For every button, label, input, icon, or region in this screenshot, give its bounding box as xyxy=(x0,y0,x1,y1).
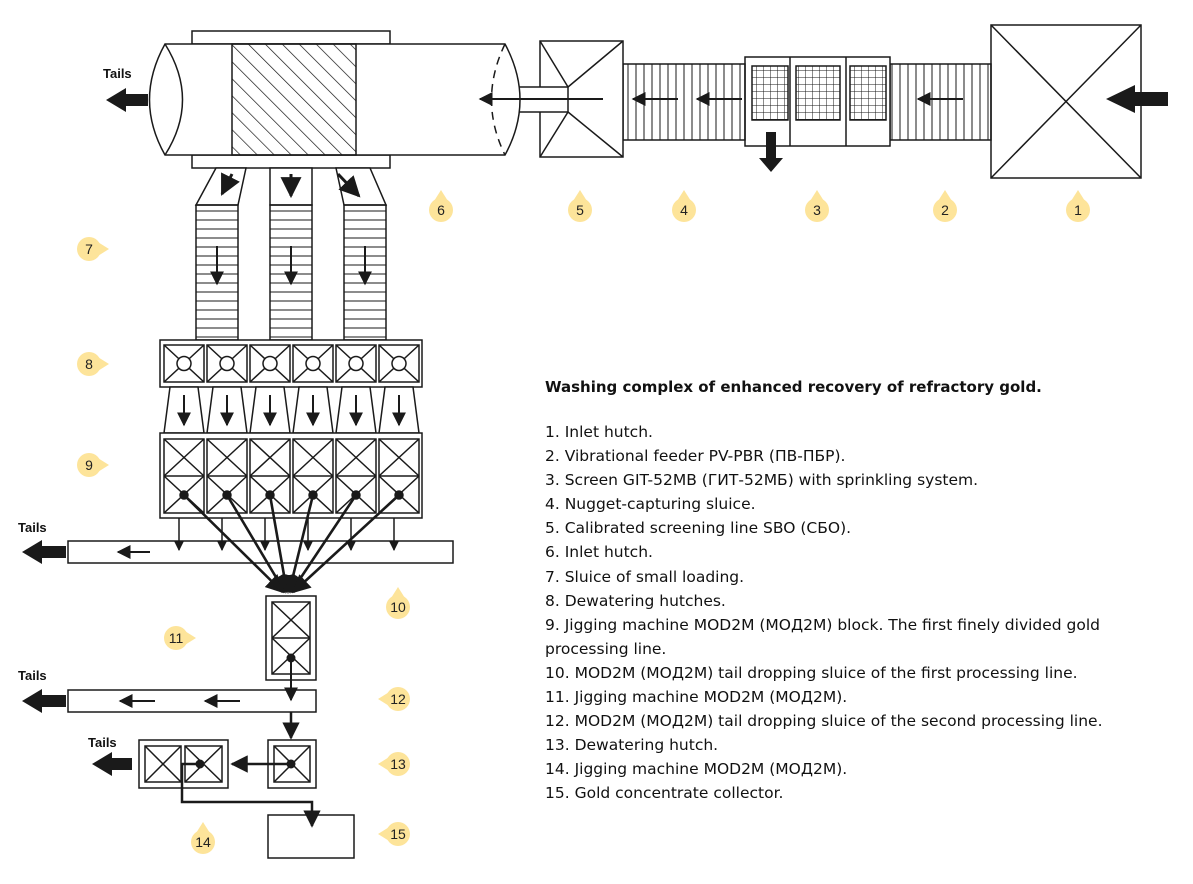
jigging-block-9 xyxy=(159,432,423,519)
tails-label: Tails xyxy=(18,520,47,535)
badge-number: 11 xyxy=(169,630,184,646)
screen-3 xyxy=(744,56,891,147)
jigging-machine-14 xyxy=(138,739,229,789)
legend-item: 13. Dewatering hutch. xyxy=(545,736,719,755)
badge-number: 9 xyxy=(85,457,93,473)
badge-14: 14 xyxy=(191,822,215,854)
legend-item: 6. Inlet hutch. xyxy=(545,543,653,562)
badge-1: 1 xyxy=(1066,190,1090,222)
badge-13: 13 xyxy=(378,752,410,776)
vibrational-feeder-2 xyxy=(889,63,992,141)
badge-number: 15 xyxy=(390,826,406,842)
dewatering-hutch-cell xyxy=(206,344,248,383)
badge-number: 3 xyxy=(813,202,821,218)
legend-item: 10. MOD2M (МОД2М) tail dropping sluice o… xyxy=(545,663,1078,682)
tails-arrow-icon-1 xyxy=(106,88,148,112)
badge-6: 6 xyxy=(429,190,453,222)
tail-sluice-12 xyxy=(67,689,317,713)
diagram-title: Washing complex of enhanced recovery of … xyxy=(545,378,1042,396)
badge-3: 3 xyxy=(805,190,829,222)
legend-item: 4. Nugget-capturing sluice. xyxy=(545,495,756,514)
badge-15: 15 xyxy=(378,822,410,846)
badge-number: 6 xyxy=(437,202,445,218)
tails-arrow-icon-2 xyxy=(22,540,66,564)
badge-number: 8 xyxy=(85,356,93,372)
badge-8: 8 xyxy=(77,352,109,376)
legend-item: 14. Jigging machine MOD2M (МОД2М). xyxy=(545,760,848,779)
legend-item: 3. Screen GIT-52MB (ГИТ-52МБ) with sprin… xyxy=(545,471,979,490)
badge-number: 12 xyxy=(390,691,406,707)
concentrate-flow-lines xyxy=(173,494,400,594)
nugget-sluice-4 xyxy=(622,63,746,141)
legend-item: 9. Jigging machine MOD2M (МОД2М) block. … xyxy=(545,615,1101,658)
legend-item: 1. Inlet hutch. xyxy=(545,423,653,441)
tails-label: Tails xyxy=(18,668,47,683)
oversize-arrow-icon xyxy=(759,132,783,172)
badge-9: 9 xyxy=(77,453,109,477)
flow-arrows xyxy=(116,92,963,828)
badge-number: 14 xyxy=(195,834,211,850)
badge-4: 4 xyxy=(672,190,696,222)
tails-arrow-icon-3 xyxy=(22,689,66,713)
legend-item: 2. Vibrational feeder PV-PBR (ПВ-ПБР). xyxy=(545,447,846,466)
badge-number: 7 xyxy=(85,241,93,257)
badge-number: 5 xyxy=(576,202,584,218)
badge-11: 11 xyxy=(164,626,196,650)
hutch-to-jig-connectors xyxy=(163,386,420,434)
legend-item: 7. Sluice of small loading. xyxy=(545,567,745,586)
badge-7: 7 xyxy=(77,237,109,261)
legend-item: 12. MOD2M (МОД2М) tail dropping sluice o… xyxy=(545,712,1103,731)
badge-2: 2 xyxy=(933,190,957,222)
legend-item: 15. Gold concentrate collector. xyxy=(545,784,784,803)
badge-number: 10 xyxy=(390,599,406,615)
drum-scrubber-6 xyxy=(148,30,521,169)
dewatering-hutch-cell xyxy=(378,344,420,383)
jig-cell xyxy=(249,438,291,514)
badge-number: 1 xyxy=(1074,202,1082,218)
thick-arrows xyxy=(22,85,1168,776)
badge-5: 5 xyxy=(568,190,592,222)
legend-item: 5. Calibrated screening line SBO (СБО). xyxy=(545,519,852,538)
jig-cell xyxy=(292,438,334,514)
badge-12: 12 xyxy=(378,687,410,711)
jig-cell xyxy=(335,438,377,514)
legend-item: 8. Dewatering hutches. xyxy=(545,591,726,610)
badge-number: 4 xyxy=(680,202,688,218)
feed-arrow-icon xyxy=(1106,85,1168,113)
tails-label: Tails xyxy=(103,66,132,81)
badge-10: 10 xyxy=(386,587,410,619)
legend: Washing complex of enhanced recovery of … xyxy=(545,378,1175,806)
dewatering-hutches-8 xyxy=(159,339,423,388)
legend-list: 1. Inlet hutch. 2. Vibrational feeder PV-… xyxy=(545,420,1175,806)
dewatering-hutch-cell xyxy=(163,344,205,383)
dewatering-hutch-cell xyxy=(292,344,334,383)
small-loading-sluices-7 xyxy=(194,167,388,341)
legend-item: 11. Jigging machine MOD2M (МОД2М). xyxy=(545,688,848,707)
jig-cell xyxy=(206,438,248,514)
dewatering-hutch-cell xyxy=(249,344,291,383)
dewatering-hutch-cell xyxy=(335,344,377,383)
tails-label: Tails xyxy=(88,735,117,750)
tails-arrow-icon-4 xyxy=(92,752,132,776)
badge-number: 2 xyxy=(941,202,949,218)
badge-number: 13 xyxy=(390,756,406,772)
